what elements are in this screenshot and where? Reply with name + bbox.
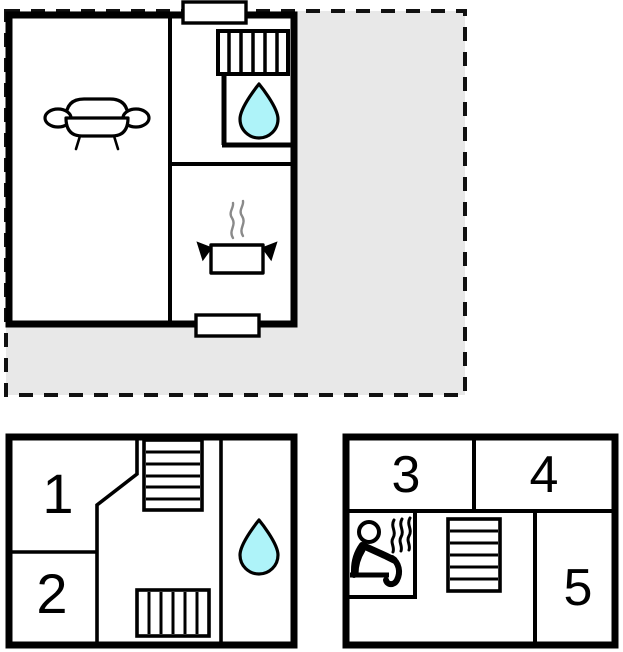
pot-body [209,243,265,275]
water-drop-icon [238,518,280,576]
sauna-icon [350,516,412,588]
plan3-exterior-wall [342,433,619,649]
room-4-label: 4 [530,446,559,504]
sofa-icon [43,97,151,151]
sofa-leg-left [74,134,82,151]
ground-floor-plan: 1 2 [5,433,298,649]
sofa-leg-right [112,134,120,151]
staircase-icon-lower [135,588,211,638]
sauna-cubicle [348,511,417,599]
room-2-label: 2 [36,562,67,625]
pot-handle-right [261,241,278,262]
sofa-backrest [64,97,130,120]
upper-floor-plan: 3 4 5 [342,433,619,649]
room-5-label: 5 [564,559,593,617]
heat-wave-1 [390,518,396,554]
steam-wisp-right [239,199,245,238]
window-top [181,0,248,25]
exterior-wall [5,11,298,328]
staircase-icon [216,29,290,76]
pot-handle-left [196,241,213,262]
steam-wisp-left [229,201,235,240]
heat-wave-2 [398,517,404,553]
staircase-icon-upper [142,438,204,512]
sauna-person-arm [353,547,366,577]
bathroom-cubicle [221,75,293,148]
water-drop-icon [238,82,280,140]
plan2-interior-wall-jog [95,439,139,644]
staircase-icon [446,517,502,593]
sauna-person-leg [383,555,403,588]
plan2-exterior-wall [5,433,298,649]
sofa-seat [64,116,130,138]
sauna-person-head [357,520,381,544]
heat-wave-3 [406,516,412,552]
window-bottom [194,313,261,338]
room-1-label: 1 [42,462,73,525]
room-3-label: 3 [392,446,421,504]
main-floor-plan [5,0,298,338]
cooking-pot-icon [196,199,278,275]
